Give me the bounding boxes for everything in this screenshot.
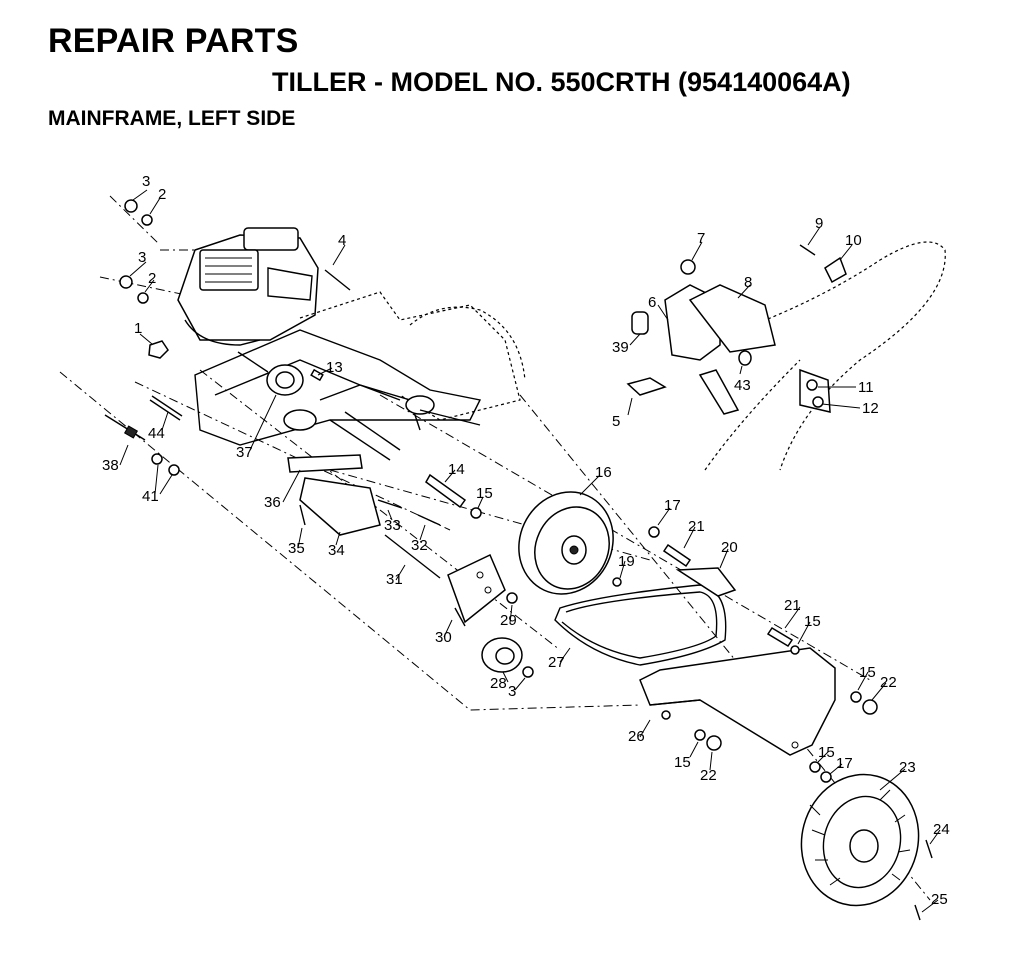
callout-labels: 1 2 2 3 3 3 4 5 6 7 8 9 10 11 12 13 14 1… [102, 173, 950, 908]
callout-7: 7 [697, 230, 705, 247]
callout-38: 38 [102, 457, 119, 474]
callout-8: 8 [744, 274, 752, 291]
callout-37: 37 [236, 444, 253, 461]
mainframe [194, 291, 526, 461]
callout-29: 29 [500, 612, 517, 629]
callout-32: 32 [411, 537, 428, 554]
leader-lines [119, 189, 941, 913]
callout-44: 44 [148, 425, 165, 442]
callout-3b: 3 [138, 249, 146, 266]
callout-15c: 15 [859, 664, 876, 681]
model-subtitle: TILLER - MODEL NO. 550CRTH (954140064A) [272, 67, 851, 97]
reference-lines [59, 195, 931, 901]
callout-15a: 15 [476, 485, 493, 502]
callout-17b: 17 [836, 755, 853, 772]
callout-27: 27 [548, 654, 565, 671]
callout-34: 34 [328, 542, 345, 559]
callout-3a: 3 [142, 173, 150, 190]
callout-6: 6 [648, 294, 656, 311]
callout-15b: 15 [804, 613, 821, 630]
callout-15d: 15 [674, 754, 691, 771]
drive-pulley [518, 491, 622, 595]
callout-15e: 15 [818, 744, 835, 761]
section-heading: MAINFRAME, LEFT SIDE [48, 107, 296, 130]
engine-pulley [237, 351, 304, 396]
wheel [800, 773, 933, 921]
callout-16: 16 [595, 464, 612, 481]
callout-43: 43 [734, 377, 751, 394]
idler-assembly [447, 553, 534, 678]
callout-26: 26 [628, 728, 645, 745]
callout-21b: 21 [784, 597, 801, 614]
callout-31: 31 [386, 571, 403, 588]
callout-17a: 17 [664, 497, 681, 514]
callout-28: 28 [490, 675, 507, 692]
shaft [425, 473, 482, 519]
callout-9: 9 [815, 215, 823, 232]
tine-inset [626, 241, 946, 471]
skid-bracket [287, 454, 441, 579]
callout-12: 12 [862, 400, 879, 417]
callout-1: 1 [134, 320, 142, 337]
callout-30: 30 [435, 629, 452, 646]
callout-11: 11 [858, 379, 874, 396]
callout-4: 4 [338, 232, 346, 249]
callout-19: 19 [618, 553, 635, 570]
callout-2b: 2 [148, 270, 156, 287]
callout-5: 5 [612, 413, 620, 430]
callout-3c: 3 [508, 683, 516, 700]
callout-14: 14 [448, 461, 465, 478]
callout-10: 10 [845, 232, 862, 249]
callout-25: 25 [931, 891, 948, 908]
callout-36: 36 [264, 494, 281, 511]
page-title: REPAIR PARTS [48, 22, 299, 60]
callout-13: 13 [326, 359, 343, 376]
left-hardware [104, 199, 351, 476]
callout-24: 24 [933, 821, 950, 838]
callout-33: 33 [384, 517, 401, 534]
callout-39: 39 [612, 339, 629, 356]
right-hardware [648, 526, 878, 783]
callout-35: 35 [288, 540, 305, 557]
callout-2a: 2 [158, 186, 166, 203]
belt-cover [639, 647, 836, 756]
callout-20: 20 [721, 539, 738, 556]
drive-belt [554, 584, 727, 666]
engine [177, 227, 319, 346]
callout-22a: 22 [880, 674, 897, 691]
callout-23: 23 [899, 759, 916, 776]
callout-21a: 21 [688, 518, 705, 535]
callout-22b: 22 [700, 767, 717, 784]
callout-41: 41 [142, 488, 159, 505]
